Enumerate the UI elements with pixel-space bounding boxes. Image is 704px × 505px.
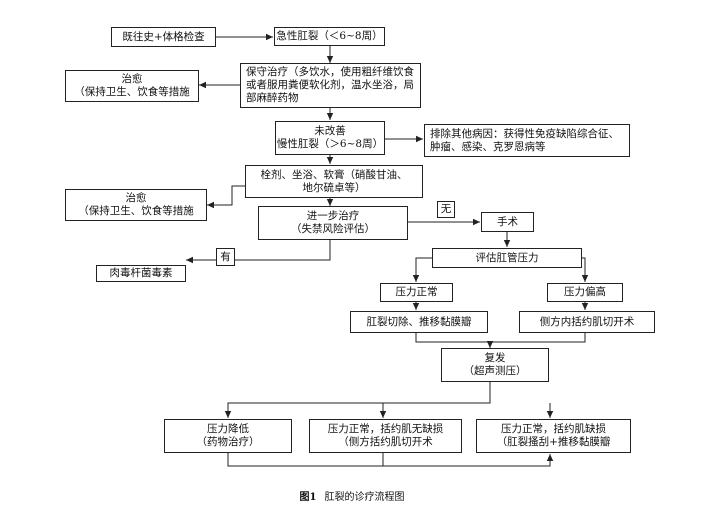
node-lateral-sphincterotomy: 侧方内括约肌切开术 xyxy=(519,311,655,333)
node-exclude-causes: 排除其他病因：获得性免疫缺陷综合征、 肿瘤、感染、克罗恩病等 xyxy=(424,124,630,157)
arrow-further-to-botox xyxy=(186,240,331,264)
node-conservative-treatment: 保守治疗（多饮水，使用粗纤维饮食 或者服用粪便软化剂，温水坐浴，局 部麻醉药物 xyxy=(240,63,421,108)
arrow-bottom-bracket xyxy=(227,453,554,467)
node-pressure-normal: 压力正常 xyxy=(380,283,453,302)
node-pressure-high: 压力偏高 xyxy=(547,283,623,302)
node-fissurectomy: 肛裂切除、推移黏膜瓣 xyxy=(350,311,488,333)
arrow-recurrence-to-outcomes xyxy=(224,382,491,418)
node-recurrence: 复发 （超声测压） xyxy=(441,348,549,382)
node-further-treatment: 进一步治疗 （失禁风险评估） xyxy=(258,206,408,240)
node-cured-1: 治愈 （保持卫生、饮食等措施 xyxy=(65,70,199,102)
arrow-fissurectomy-to-recurrence xyxy=(415,333,494,348)
node-acute-fissure: 急性肛裂（＜6~8周） xyxy=(274,27,385,46)
figure-label: 图1 xyxy=(299,492,317,503)
figure-caption: 图1 肛裂的诊疗流程图 xyxy=(0,488,704,503)
node-history-exam: 既往史+体格检查 xyxy=(111,27,216,47)
label-yes: 有 xyxy=(216,248,235,266)
arrow-topical-to-cured2 xyxy=(207,185,245,209)
node-botox: 肉毒杆菌毒素 xyxy=(96,265,186,282)
node-pressure-low: 压力降低 （药物治疗） xyxy=(164,419,292,453)
arrow-assess-to-high xyxy=(581,257,589,282)
node-cured-2: 治愈 （保持卫生、饮食等措施 xyxy=(65,189,207,221)
arrow-lis-to-recurrence xyxy=(490,333,586,343)
node-assess-pressure: 评估肛管压力 xyxy=(432,248,582,268)
node-chronic-fissure: 未改善 慢性肛裂（＞6~8周） xyxy=(275,121,385,155)
figure-title: 肛裂的诊疗流程图 xyxy=(324,492,405,503)
arrow-assess-to-normal xyxy=(412,257,432,282)
label-none: 无 xyxy=(437,201,455,218)
node-normal-no-defect: 压力正常，括约肌无缺损 （侧方括约肌切开术 xyxy=(309,419,462,453)
node-normal-defect: 压力正常，括约肌缺损 （肛裂搔刮+推移黏膜瓣 xyxy=(476,419,631,453)
node-topical-treatment: 栓剂、坐浴、软膏（硝酸甘油、 地尔硫卓等） xyxy=(245,165,423,198)
node-surgery: 手术 xyxy=(481,212,534,232)
